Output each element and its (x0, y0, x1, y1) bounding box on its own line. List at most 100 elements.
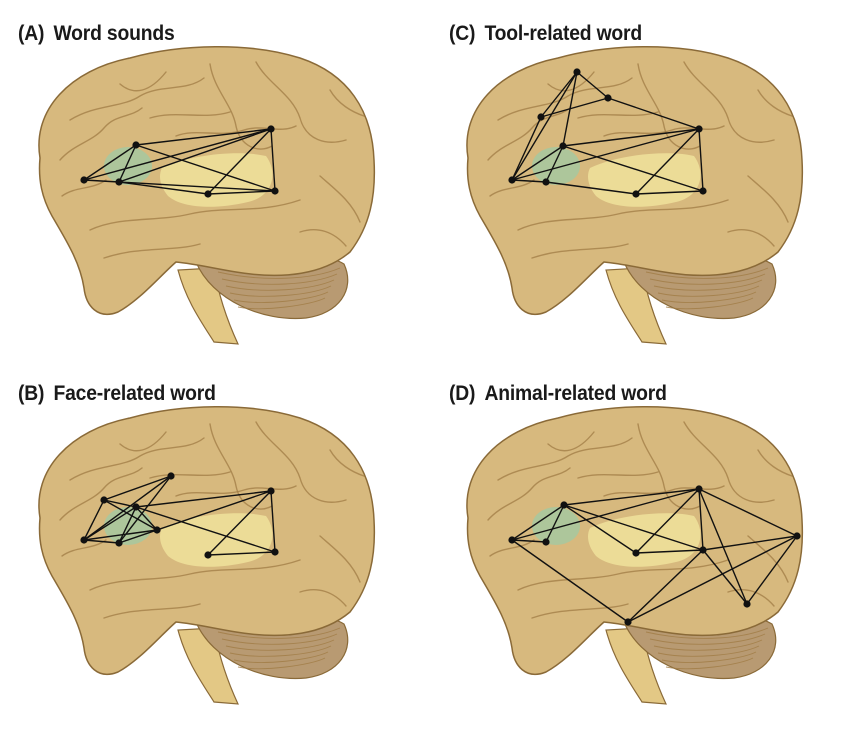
network-edge (135, 506, 276, 553)
network-edge (83, 128, 272, 181)
network-edge (545, 504, 565, 543)
network-edge (207, 490, 272, 556)
gyrus-fold (603, 485, 725, 497)
network-edge (562, 128, 700, 147)
network-node (632, 549, 640, 557)
gyrus-fold (175, 485, 297, 497)
network-edge (511, 71, 578, 181)
network-edge (270, 128, 276, 192)
gyrus-fold (255, 421, 347, 503)
network-node (115, 539, 123, 547)
panel-b: (B) Face-related word (0, 360, 431, 737)
network-edge (627, 549, 704, 623)
cerebellum-fold (237, 657, 326, 670)
network-edge (103, 499, 137, 508)
green-region (532, 147, 580, 185)
green-region (532, 507, 580, 545)
network-edge (83, 529, 158, 541)
network-node (167, 472, 175, 480)
network-overlays (80, 68, 801, 626)
gyrus-fold (89, 199, 301, 231)
cerebellum-fold (657, 645, 760, 657)
network-edge (511, 504, 565, 541)
gyrus-fold (59, 467, 143, 521)
network-edge (627, 535, 798, 623)
network-edge (83, 539, 120, 544)
gyrus-fold (757, 89, 793, 117)
cerebellum-fold (649, 273, 766, 285)
network-edge (702, 549, 748, 605)
network-edge (545, 145, 564, 183)
gyrus-fold (299, 228, 347, 247)
network-node (271, 187, 279, 195)
gyrus-fold (637, 63, 701, 150)
network-edge (207, 551, 276, 556)
network-edge (698, 488, 798, 537)
gyrus-fold (637, 423, 701, 510)
gyrus-fold (103, 603, 201, 619)
cerebellum-fold (653, 279, 763, 291)
network-edge (135, 144, 276, 192)
panel-caption: Animal-related word (484, 382, 667, 405)
network-node (542, 538, 550, 546)
gyrus-fold (577, 111, 659, 119)
cerebellum-fold (233, 291, 329, 303)
network-edge (511, 145, 564, 181)
network-edge (511, 179, 547, 183)
panel-title: (D)Animal-related word (449, 382, 667, 406)
network-edge (118, 128, 272, 183)
yellow-region (160, 153, 273, 207)
gyrus-fold (577, 471, 659, 479)
gyrus-fold (497, 77, 633, 121)
network-node (559, 142, 567, 150)
yellow-region (588, 513, 701, 567)
gyrus-fold (69, 437, 205, 481)
cerebellum-fold (225, 639, 335, 651)
panel-caption: Word sounds (53, 22, 175, 45)
network-node (793, 532, 801, 540)
network-node (100, 496, 108, 504)
network-node (743, 600, 751, 608)
gyrus-fold (489, 179, 535, 197)
panel-title: (C)Tool-related word (449, 22, 642, 46)
network-b (80, 472, 279, 559)
gyrus-fold (489, 539, 535, 557)
network-node (204, 190, 212, 198)
brain-d (466, 406, 804, 705)
network-edge (83, 499, 105, 541)
cerebellum-fold (665, 297, 754, 310)
gyrus-fold (757, 449, 793, 477)
network-edge (207, 128, 272, 195)
panel-title: (A)Word sounds (18, 22, 175, 46)
gyrus-fold (149, 111, 231, 119)
cerebellum-fold (653, 639, 763, 651)
network-c (508, 68, 707, 198)
cerebellum-fold (665, 657, 754, 670)
network-edge (540, 71, 578, 118)
network-node (508, 176, 516, 184)
gyrus-fold (517, 559, 729, 591)
network-node (204, 551, 212, 559)
network-edge (270, 490, 276, 553)
network-edge (635, 128, 700, 195)
network-edge (83, 475, 172, 541)
network-edge (563, 504, 704, 551)
gyrus-fold (487, 107, 571, 161)
network-edge (118, 181, 276, 192)
gyrus-fold (329, 449, 365, 477)
gyrus-fold (69, 77, 205, 121)
gyrus-fold (531, 603, 629, 619)
network-edge (83, 144, 137, 181)
panel-caption: Face-related word (53, 382, 216, 405)
network-edge (698, 128, 704, 192)
panel-label: (B) (18, 382, 45, 405)
cerebellum-fold (657, 285, 760, 297)
network-edge (562, 71, 578, 147)
network-edge (511, 128, 700, 181)
network-node (80, 176, 88, 184)
gyrus-fold (487, 467, 571, 521)
panel-d: (D)Animal-related word (431, 360, 862, 737)
network-edge (118, 181, 209, 195)
network-edge (135, 506, 158, 531)
